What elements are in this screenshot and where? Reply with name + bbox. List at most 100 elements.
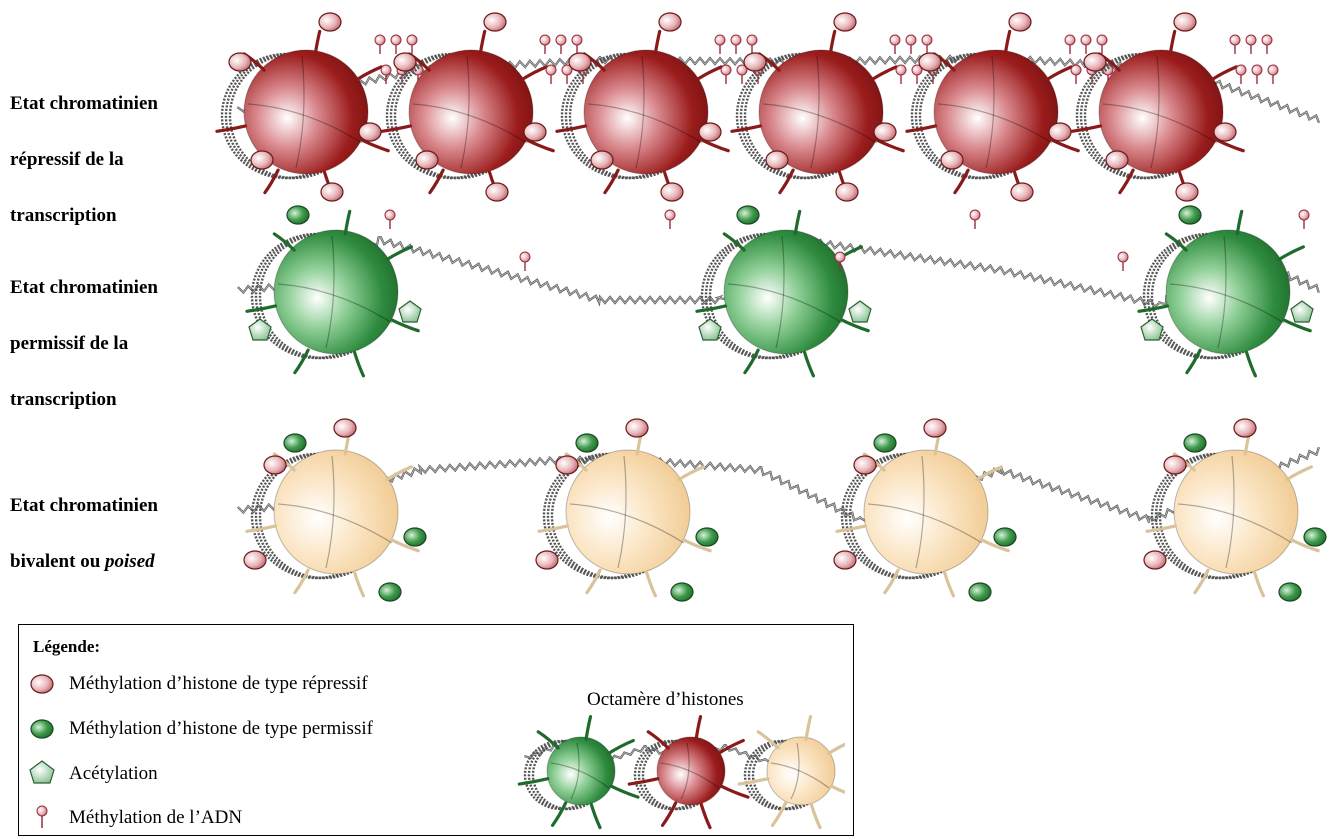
permissive-methylation-mark (736, 205, 760, 225)
histone-tail (778, 168, 795, 195)
histone-tail (627, 777, 660, 786)
nucleosome (627, 715, 750, 830)
dna-methylation-mark (1245, 34, 1257, 54)
repressive-methylation-mark (250, 150, 274, 170)
dna-methylation-mark (380, 64, 392, 84)
legend-item-repressive-methylation: Méthylation d’histone de type répressif (69, 673, 368, 694)
repressive-methylation-mark (918, 52, 942, 72)
histone-tail (584, 715, 593, 741)
octamer-title: Octamère d’histones (587, 689, 744, 710)
repressive-methylation-mark (833, 550, 857, 570)
repressive-methylation-mark (320, 182, 344, 202)
acetylation-mark (398, 300, 422, 323)
histone-tail (1193, 568, 1210, 595)
permissive-methylation-mark (1178, 205, 1202, 225)
histone-octamer (243, 49, 369, 175)
histone-tail (1235, 209, 1244, 236)
histone-tail (875, 138, 905, 153)
histone-tail (737, 777, 770, 786)
histone-tail (980, 538, 1010, 553)
permissive-methylation-mark (575, 433, 599, 453)
histone-tail (717, 738, 745, 755)
dna-methylation-mark (911, 64, 923, 84)
histone-tail (390, 538, 420, 553)
nucleosome (517, 715, 640, 830)
dna-methylation-mark (1267, 64, 1279, 84)
dna-methylation-mark (905, 34, 917, 54)
permissive-methylation-mark (283, 433, 307, 453)
dna-methylation-mark (571, 34, 583, 54)
histone-tail (1118, 168, 1135, 195)
repressive-methylation-mark (1213, 122, 1237, 142)
row-label-emphasis: poised (105, 551, 155, 572)
histone-tail (385, 245, 413, 262)
dna-methylation-mark (1261, 34, 1273, 54)
permissive-chromatin-row (237, 205, 1320, 378)
histone-octamer (408, 49, 534, 175)
histone-tail (870, 65, 898, 82)
repressive-methylation-mark (318, 12, 342, 32)
histone-tail (360, 138, 390, 153)
histone-tail (700, 138, 730, 153)
repressive-methylation-mark (535, 550, 559, 570)
repressive-methylation-mark (1105, 150, 1129, 170)
repressive-methylation-mark (923, 418, 947, 438)
histone-tail (756, 730, 780, 750)
histone-tail (245, 304, 278, 313)
repressive-methylation-mark (625, 418, 649, 438)
dna-methylation-mark (519, 251, 531, 271)
histone-tail (804, 715, 813, 741)
nucleosome (730, 29, 905, 198)
histone-tail (520, 65, 548, 82)
dna-methylation-mark (664, 209, 676, 229)
nucleosome (245, 209, 420, 378)
histone-tail (975, 465, 1003, 482)
permissive-methylation-mark (873, 433, 897, 453)
acetylation-mark (248, 318, 272, 341)
dna-methylation-mark (1096, 34, 1108, 54)
histone-tail (1277, 245, 1305, 262)
histone-tail (1290, 538, 1320, 553)
histone-tail (1050, 138, 1080, 153)
histone-tail (840, 318, 870, 333)
histone-tail (245, 524, 278, 533)
histone-tail (589, 802, 602, 830)
dna-methylation-mark (720, 64, 732, 84)
nucleosome (245, 429, 420, 598)
repressive-methylation-mark (1083, 52, 1107, 72)
nucleosome (1137, 209, 1312, 378)
histone-tail (272, 232, 296, 252)
repressive-methylation-mark (1173, 12, 1197, 32)
histone-tail (1168, 29, 1177, 56)
dna-methylation-mark (1117, 251, 1129, 271)
histone-tail (809, 802, 822, 830)
repressive-methylation-mark (263, 455, 287, 475)
histone-tail (953, 168, 970, 195)
histone-tail (677, 465, 705, 482)
repressive-methylation-mark (743, 52, 767, 72)
nucleosome (1070, 29, 1245, 198)
dna-methylation-mark (889, 34, 901, 54)
row-label-line: répressif de la (10, 149, 124, 170)
histone-tail (828, 29, 837, 56)
repressive-methylation-mark (523, 122, 547, 142)
histone-tail (550, 801, 568, 827)
repressive-methylation-mark (568, 52, 592, 72)
repressive-methylation-mark (415, 150, 439, 170)
dna-methylation-mark (384, 209, 396, 229)
histone-octamer (863, 449, 989, 575)
histone-tail (1003, 29, 1012, 56)
histone-octamer (273, 449, 399, 575)
permissive-methylation-mark (1303, 527, 1327, 547)
dna-methylation-mark (1229, 34, 1241, 54)
repressive-methylation-mark (853, 455, 877, 475)
histone-octamer (656, 736, 726, 806)
row-label-line: Etat chromatinien (10, 277, 158, 298)
dna-methylation-mark (1251, 64, 1263, 84)
permissive-methylation-mark (1278, 582, 1302, 602)
histone-tail (695, 65, 723, 82)
nucleosome (555, 29, 730, 198)
row-label-repressive: Etat chromatinien répressif de la transc… (10, 62, 158, 258)
histone-tail (905, 124, 938, 133)
permissive-methylation-mark (286, 205, 310, 225)
